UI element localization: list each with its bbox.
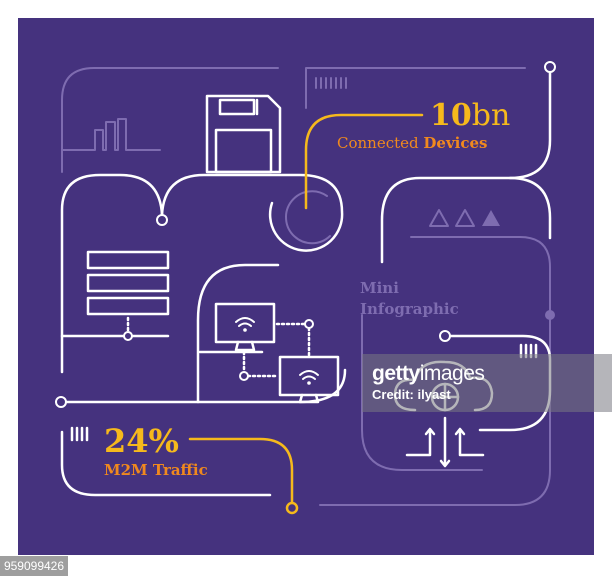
image-id: 959099426: [0, 556, 68, 576]
watermark-credit: Credit: ilyast: [372, 387, 451, 402]
connected-devices-label: Connected Devices: [337, 134, 488, 152]
bar-chart-icon: [61, 118, 161, 151]
monitor-wifi-icon: [214, 302, 276, 352]
watermark-logo: gettyimages: [372, 362, 485, 385]
monitor-wifi-icon: [278, 355, 340, 404]
floppy-disk-icon: [205, 94, 282, 174]
mini-infographic-heading: Mini Infographic: [360, 278, 459, 320]
m2m-traffic-value: 24%: [104, 422, 179, 460]
triangles-icon: [429, 209, 500, 227]
m2m-traffic-label: M2M Traffic: [104, 461, 208, 479]
connected-devices-value: 10bn: [430, 98, 511, 133]
heading-line-2: Infographic: [360, 300, 459, 318]
server-rack-icon: [60, 250, 170, 338]
watermark: gettyimages Credit: ilyast: [362, 354, 612, 412]
heading-line-1: Mini: [360, 279, 399, 297]
